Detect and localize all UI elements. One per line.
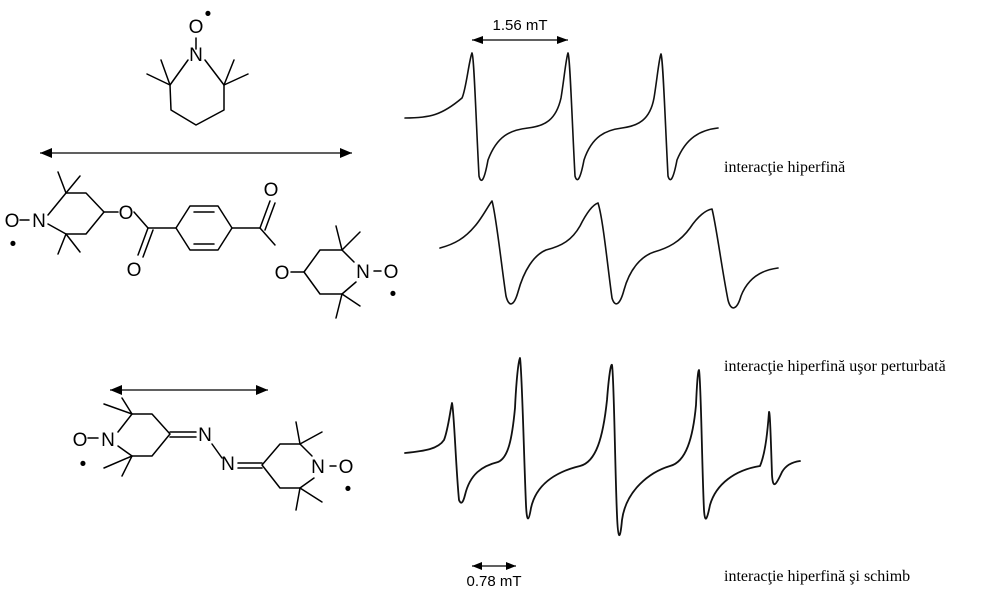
scale-bar-bottom: 0.78 mT	[466, 562, 522, 590]
radical-dot: •	[390, 284, 397, 305]
caption-3: interacţie hiperfină şi schimb	[724, 568, 910, 585]
scale-label-top: 1.56 mT	[492, 17, 547, 34]
distance-arrow-long	[40, 148, 352, 158]
azine-nitrogen-label: N	[221, 454, 235, 475]
azine-biradical: N O • N N N O •	[73, 397, 354, 511]
radical-dot: •	[10, 234, 17, 255]
nitrogen-label: N	[311, 457, 325, 478]
oxygen-label: O	[384, 262, 399, 283]
radical-dot: •	[345, 479, 352, 500]
tempo-molecule: N O •	[146, 4, 249, 126]
ester-oxygen-label: O	[119, 203, 134, 224]
scale-label-bottom: 0.78 mT	[466, 573, 521, 590]
terephthalate-biradical: N O • O O O O N O •	[5, 171, 399, 319]
spectrum-2-trace	[439, 200, 779, 309]
scale-bar-top: 1.56 mT	[472, 17, 568, 44]
spectrum-3	[404, 357, 801, 537]
ester-oxygen-label: O	[275, 263, 290, 284]
nitrogen-label: N	[356, 262, 370, 283]
distance-arrow-short	[110, 385, 268, 395]
nitrogen-label: N	[32, 211, 46, 232]
carbonyl-oxygen-label: O	[127, 260, 142, 281]
spectrum-3-trace	[404, 357, 801, 537]
oxygen-label: O	[339, 457, 354, 478]
caption-1: interacţie hiperfină	[724, 159, 845, 176]
radical-dot: •	[80, 454, 87, 475]
oxygen-label: O	[5, 211, 20, 232]
caption-2: interacţie hiperfină uşor perturbată	[724, 358, 946, 375]
azine-nitrogen-label: N	[198, 425, 212, 446]
carbonyl-oxygen-label: O	[264, 180, 279, 201]
radical-dot: •	[205, 4, 212, 25]
spectrum-1-trace	[404, 52, 719, 182]
oxygen-label: O	[189, 17, 204, 38]
spectrum-2	[439, 200, 779, 309]
nitrogen-label: N	[189, 45, 203, 66]
nitrogen-label: N	[101, 430, 115, 451]
spectrum-1	[404, 52, 719, 182]
oxygen-label: O	[73, 430, 88, 451]
